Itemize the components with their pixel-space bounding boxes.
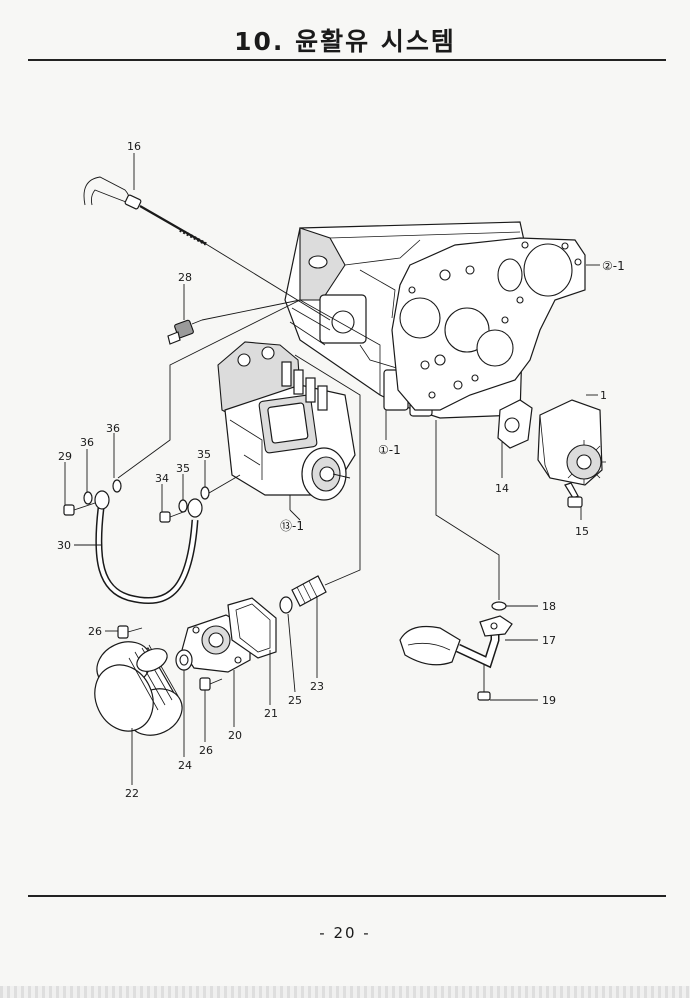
filter-nut (175, 649, 193, 671)
filter-gasket (227, 597, 277, 659)
callout-20: 20 (228, 729, 242, 742)
callout-22: 22 (125, 787, 139, 800)
o-ring-18 (491, 601, 507, 611)
dipstick (83, 176, 207, 246)
oil-strainer (399, 615, 513, 669)
bolt-26b (199, 677, 223, 691)
callout-36-a: 36 (80, 436, 94, 449)
callout-15: 15 (575, 525, 589, 538)
callout-28: 28 (178, 271, 192, 284)
oil-hose (94, 490, 203, 605)
gasket-36b (112, 479, 122, 493)
callout-14: 14 (495, 482, 509, 495)
banjo-bolt-34 (159, 510, 187, 523)
callout-19: 19 (542, 694, 556, 707)
callout-13-1: ⑬-1 (280, 519, 304, 533)
page-title: 10. 윤활유 시스템 (234, 27, 456, 56)
callout-labels: 16 28 ②-1 1 ①-1 14 15 ⑬-1 36 36 29 35 35… (57, 140, 625, 800)
scan-edge-artifact (0, 986, 690, 998)
page-number: - 20 - (319, 924, 371, 942)
gasket-35a (178, 499, 188, 513)
gear-case-plate (391, 237, 586, 411)
gasket-36a (83, 491, 93, 505)
banjo-bolt-29 (63, 502, 96, 516)
callout-36-b: 36 (106, 422, 120, 435)
callout-2-1: ②-1 (602, 259, 625, 273)
callout-25: 25 (288, 694, 302, 707)
callout-21: 21 (264, 707, 278, 720)
bolt-26a (117, 625, 143, 639)
header-rule (28, 59, 666, 61)
callout-34: 34 (155, 472, 169, 485)
callout-35-b: 35 (197, 448, 211, 461)
callout-24: 24 (178, 759, 192, 772)
oil-pump (497, 399, 606, 508)
callout-1-1: ①-1 (378, 443, 401, 457)
leader-lines (64, 153, 600, 785)
injection-pump (217, 341, 356, 501)
callout-26-b: 26 (199, 744, 213, 757)
callout-23: 23 (310, 680, 324, 693)
oil-pressure-switch (167, 319, 203, 345)
o-ring-25 (279, 596, 293, 614)
gasket-35b (200, 486, 210, 500)
callout-29: 29 (58, 450, 72, 463)
oil-pipe-23 (291, 575, 327, 607)
bolt-19 (477, 664, 491, 701)
callout-1: 1 (600, 389, 607, 402)
callout-35-a: 35 (176, 462, 190, 475)
callout-30: 30 (57, 539, 71, 552)
callout-26-a: 26 (88, 625, 102, 638)
callout-18: 18 (542, 600, 556, 613)
callout-17: 17 (542, 634, 556, 647)
filter-adaptor (181, 614, 251, 673)
oil-filter (94, 641, 183, 736)
footer-rule (28, 895, 666, 897)
callout-16: 16 (127, 140, 141, 153)
